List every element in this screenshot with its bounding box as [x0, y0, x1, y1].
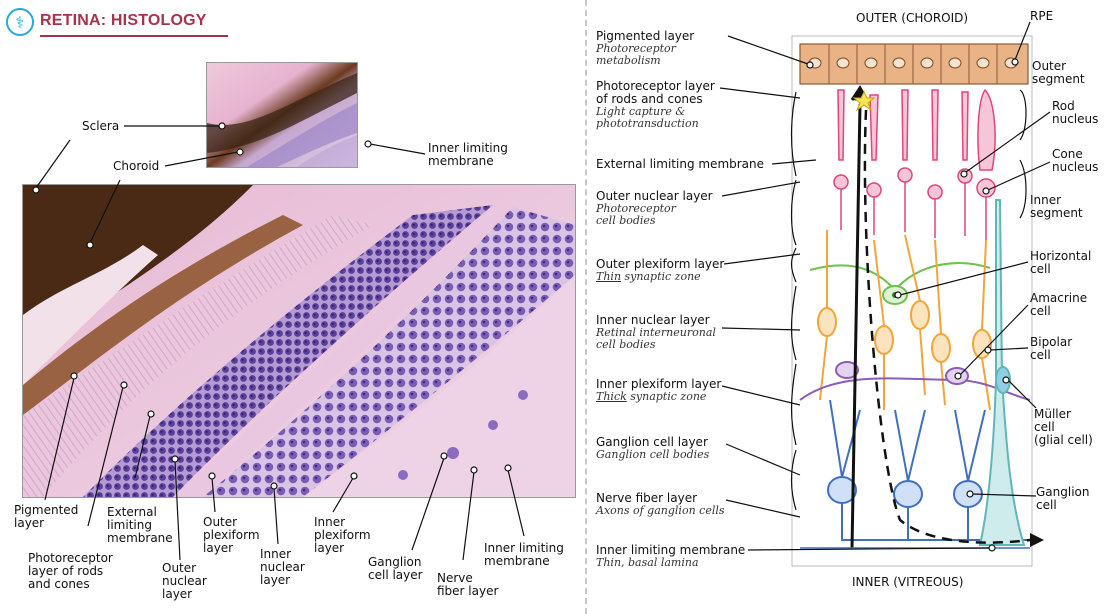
layer-inner-limiting-name: Inner limiting membrane — [596, 543, 745, 557]
layer-outer-plexiform-desc: synaptic zone — [621, 270, 701, 283]
layer-inner-limiting: Inner limiting membrane Thin, basal lami… — [596, 544, 745, 569]
layer-ganglion-name: Ganglion cell layer — [596, 435, 708, 449]
layer-nerve-fiber-name: Nerve fiber layer — [596, 491, 697, 505]
layer-inner-nuclear-desc: Retinal interneuronal cell bodies — [596, 327, 716, 351]
layer-ganglion: Ganglion cell layer Ganglion cell bodies — [596, 436, 709, 461]
layer-outer-nuclear-name: Outer nuclear layer — [596, 189, 713, 203]
label-bipolar-cell: Bipolar cell — [1030, 336, 1072, 362]
label-rpe: RPE — [1030, 10, 1053, 23]
label-cone-nucleus: Cone nucleus — [1052, 148, 1098, 174]
layer-outer-plexiform-desc-wrap: Thin synaptic zone — [596, 271, 724, 283]
layer-pigmented-name: Pigmented layer — [596, 29, 694, 43]
layer-outer-plexiform-name: Outer plexiform layer — [596, 257, 724, 271]
layer-outer-plexiform-emph: Thin — [596, 270, 621, 283]
layer-ganglion-desc: Ganglion cell bodies — [596, 449, 709, 461]
layer-inner-limiting-desc: Thin, basal lamina — [596, 557, 745, 569]
layer-external-limiting: External limiting membrane — [596, 158, 764, 171]
label-ganglion-cell: Ganglion cell — [1036, 486, 1090, 512]
layer-nerve-fiber: Nerve fiber layer Axons of ganglion cell… — [596, 492, 725, 517]
layer-nerve-fiber-desc: Axons of ganglion cells — [596, 505, 725, 517]
layer-pigmented-desc: Photoreceptor metabolism — [596, 43, 694, 67]
layer-outer-plexiform: Outer plexiform layer Thin synaptic zone — [596, 258, 724, 283]
layer-pigmented: Pigmented layer Photoreceptor metabolism — [596, 30, 694, 67]
layer-inner-nuclear: Inner nuclear layer Retinal interneurona… — [596, 314, 716, 351]
layer-inner-plexiform-desc-wrap: Thick synaptic zone — [596, 391, 721, 403]
layer-photoreceptor-name: Photoreceptor layer of rods and cones — [596, 80, 715, 106]
layer-outer-nuclear: Outer nuclear layer Photoreceptor cell b… — [596, 190, 713, 227]
label-outer-segment: Outer segment — [1032, 60, 1085, 86]
layer-inner-plexiform-desc: synaptic zone — [627, 390, 707, 403]
label-rod-nucleus: Rod nucleus — [1052, 100, 1098, 126]
label-muller-cell: Müller cell (glial cell) — [1034, 408, 1093, 447]
layer-photoreceptor-desc: Light capture & phototransduction — [596, 106, 715, 130]
layer-inner-plexiform-emph: Thick — [596, 390, 627, 403]
label-inner-segment: Inner segment — [1030, 194, 1083, 220]
layer-external-limiting-name: External limiting membrane — [596, 157, 764, 171]
layer-inner-plexiform: Inner plexiform layer Thick synaptic zon… — [596, 378, 721, 403]
layer-inner-nuclear-name: Inner nuclear layer — [596, 313, 710, 327]
layer-outer-nuclear-desc: Photoreceptor cell bodies — [596, 203, 713, 227]
label-amacrine-cell: Amacrine cell — [1030, 292, 1087, 318]
layer-inner-plexiform-name: Inner plexiform layer — [596, 377, 721, 391]
layer-photoreceptor: Photoreceptor layer of rods and cones Li… — [596, 80, 715, 130]
label-horizontal-cell: Horizontal cell — [1030, 250, 1091, 276]
